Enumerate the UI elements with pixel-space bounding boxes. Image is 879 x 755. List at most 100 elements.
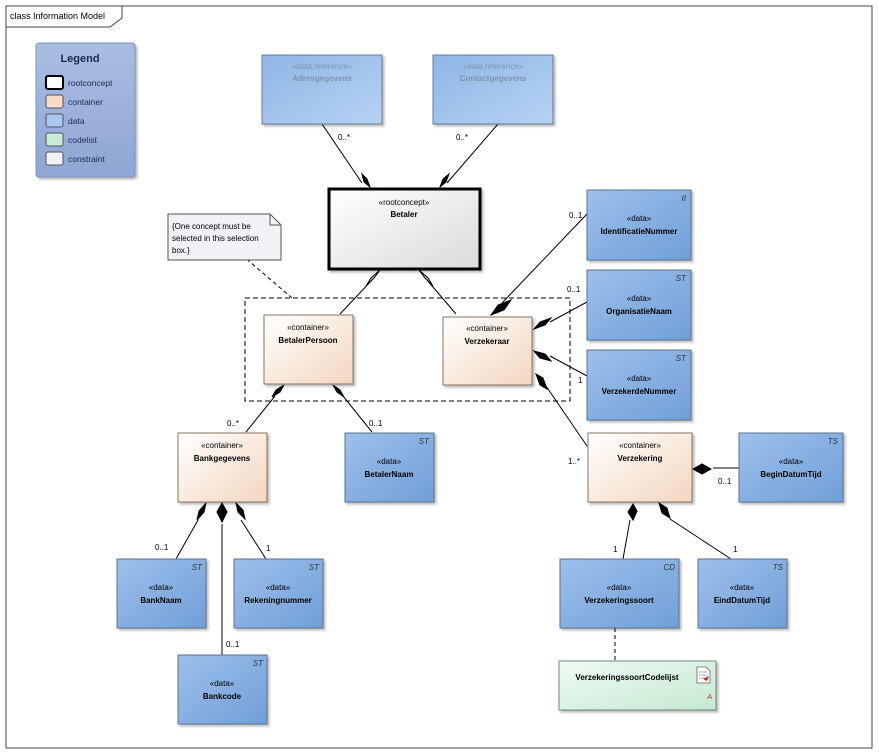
connectors [175, 123, 739, 661]
diamond-bankgegevens-bankcode [216, 501, 228, 524]
legend-label-container: container [68, 97, 103, 107]
class-verzekerdenummer[interactable]: ST «data» VerzekerdeNummer [586, 349, 692, 421]
connector-verzekeraar-verzekerdenummer[interactable] [549, 355, 588, 377]
diamond-verzekeraar-verzekerde [532, 350, 553, 362]
class-banknaam-body [116, 558, 207, 629]
class-contactgegevens-body [432, 54, 554, 125]
class-begindatumtijd-name: BeginDatumTijd [760, 470, 821, 479]
mult-einddatumtijd: 1 [733, 545, 738, 554]
class-rekeningnummer-name: Rekeningnummer [244, 596, 312, 605]
class-betaler-body [327, 187, 482, 271]
class-adresgegevens-name: Adresgegevens [292, 74, 352, 83]
class-bankgegevens[interactable]: «container» Bankgegevens [177, 432, 268, 503]
class-organisatienaam-stereotype: «data» [627, 294, 652, 303]
connector-note-selection[interactable] [235, 249, 293, 299]
class-bankcode-body [177, 654, 268, 725]
class-verzekeraar[interactable]: «container» Verzekeraar [442, 316, 533, 386]
class-verzekering-body [587, 432, 693, 503]
connector-betaler-verzekeraar[interactable] [426, 279, 457, 315]
mult-adresgegevens: 0..* [338, 133, 350, 142]
class-betalerpersoon[interactable]: «container» BetalerPersoon [263, 314, 354, 385]
class-contactgegevens-name: Contactgegevens [460, 74, 527, 83]
class-banknaam[interactable]: ST «data» BankNaam [116, 558, 207, 629]
document-icon [696, 666, 711, 684]
mult-begindatumtijd: 0..1 [718, 477, 732, 486]
class-verzekeringssoort-name: Verzekeringssoort [584, 596, 654, 605]
diamond-betalerpersoon-betalernaam [332, 384, 345, 398]
class-verzekeringssoort[interactable]: CD «data» Verzekeringssoort [559, 558, 680, 629]
connector-bankgegevens-banknaam[interactable] [175, 519, 199, 560]
note-line-2: selected in this selection [172, 234, 259, 243]
class-banknaam-name: BankNaam [140, 596, 181, 605]
connector-adresgegevens-betaler[interactable] [321, 123, 363, 184]
class-betaler[interactable]: «rootconcept» Betaler [327, 187, 482, 271]
class-betaler-name: Betaler [390, 210, 417, 219]
class-begindatumtijd[interactable]: TS «data» BeginDatumTijd [738, 432, 844, 503]
mult-organisatienaam: 0..1 [567, 285, 581, 294]
legend-label-data: data [68, 116, 85, 126]
connector-verzekering-verzekeringssoort[interactable] [622, 519, 631, 560]
class-identificatienummer[interactable]: II «data» IdentificatieNummer [586, 189, 692, 261]
class-bankgegevens-stereotype: «container» [201, 441, 243, 450]
class-betalernaam-stereotype: «data» [377, 457, 402, 466]
legend-swatch-codelist [45, 132, 64, 147]
connector-verzekeraar-organisatienaam[interactable] [549, 301, 588, 323]
class-verzekerdenummer-body [586, 349, 692, 421]
class-betalerpersoon-body [263, 314, 354, 385]
mult-verzekeringssoort: 1 [613, 545, 618, 554]
diamond-verzekeraar-verzekering [535, 372, 548, 391]
class-betalernaam[interactable]: ST «data» BetalerNaam [344, 432, 435, 503]
legend-label-constraint: constraint [68, 154, 105, 164]
class-betalernaam-type: ST [419, 437, 430, 446]
class-verzekeringssoort-stereotype: «data» [607, 583, 632, 592]
class-begindatumtijd-body [738, 432, 844, 503]
class-bankcode[interactable]: ST «data» Bankcode [177, 654, 268, 725]
class-banknaam-type: ST [192, 563, 203, 572]
class-verzekering-stereotype: «container» [619, 441, 661, 450]
class-identificatienummer-body [586, 189, 692, 261]
class-organisatienaam-type: ST [676, 274, 687, 283]
connector-verzekeraar-identificatienummer[interactable] [501, 213, 588, 304]
class-banknaam-stereotype: «data» [149, 583, 174, 592]
connector-betalerpersoon-bankgegevens[interactable] [245, 395, 276, 433]
class-contactgegevens[interactable]: «data,reference» Contactgegevens [432, 54, 554, 125]
class-verzekerdenummer-stereotype: «data» [627, 374, 652, 383]
class-identificatienummer-name: IdentificatieNummer [601, 227, 678, 236]
multiplicity-labels: 0..* 0..* 0..1 0..1 1 0..* 0..1 1..* 0..… [155, 133, 738, 649]
legend-swatch-container [45, 94, 64, 109]
class-betalerpersoon-stereotype: «container» [287, 323, 329, 332]
connector-verzekering-einddatumtijd[interactable] [669, 518, 732, 560]
class-adresgegevens-body [261, 54, 383, 125]
legend-swatch-rootconcept [45, 75, 64, 90]
class-rekeningnummer-stereotype: «data» [266, 583, 291, 592]
class-einddatumtijd-name: EindDatumTijd [714, 596, 770, 605]
class-bankgegevens-name: Bankgegevens [194, 454, 251, 463]
class-einddatumtijd-body [697, 558, 788, 629]
class-einddatumtijd-stereotype: «data» [730, 583, 755, 592]
constraint-note[interactable]: {One concept must be selected in this se… [167, 213, 282, 261]
class-verzekeringssoortcodelijst-name: VerzekeringssoortCodelijst [575, 673, 678, 682]
connector-contactgegevens-betaler[interactable] [446, 123, 499, 184]
class-organisatienaam[interactable]: ST «data» OrganisatieNaam [586, 269, 692, 341]
class-einddatumtijd[interactable]: TS «data» EindDatumTijd [697, 558, 788, 629]
class-organisatienaam-body [586, 269, 692, 341]
connector-betalerpersoon-betalernaam[interactable] [342, 395, 373, 433]
class-verzekeringssoortcodelijst[interactable]: VerzekeringssoortCodelijst A [558, 660, 717, 711]
class-verzekering[interactable]: «container» Verzekering [587, 432, 693, 503]
class-begindatumtijd-stereotype: «data» [779, 457, 804, 466]
class-betalerpersoon-name: BetalerPersoon [278, 336, 337, 345]
selection-constraint-box[interactable] [244, 297, 571, 402]
mult-identificatienummer: 0..1 [569, 211, 583, 220]
diamond-verzekeraar-organisatie [532, 316, 553, 331]
mult-betalernaam: 0..1 [369, 419, 383, 428]
class-rekeningnummer[interactable]: ST «data» Rekeningnummer [233, 558, 324, 629]
connector-verzekeraar-verzekering[interactable] [545, 385, 588, 447]
connector-bankgegevens-rekeningnummer[interactable] [240, 519, 267, 560]
diamond-bankgegevens-banknaam [196, 502, 207, 521]
class-verzekeringssoort-body [559, 558, 680, 629]
class-adresgegevens[interactable]: «data,reference» Adresgegevens [261, 54, 383, 125]
legend-swatch-constraint [45, 151, 64, 166]
mult-verzekerdenummer: 1 [578, 376, 583, 385]
class-bankcode-name: Bankcode [203, 692, 242, 701]
